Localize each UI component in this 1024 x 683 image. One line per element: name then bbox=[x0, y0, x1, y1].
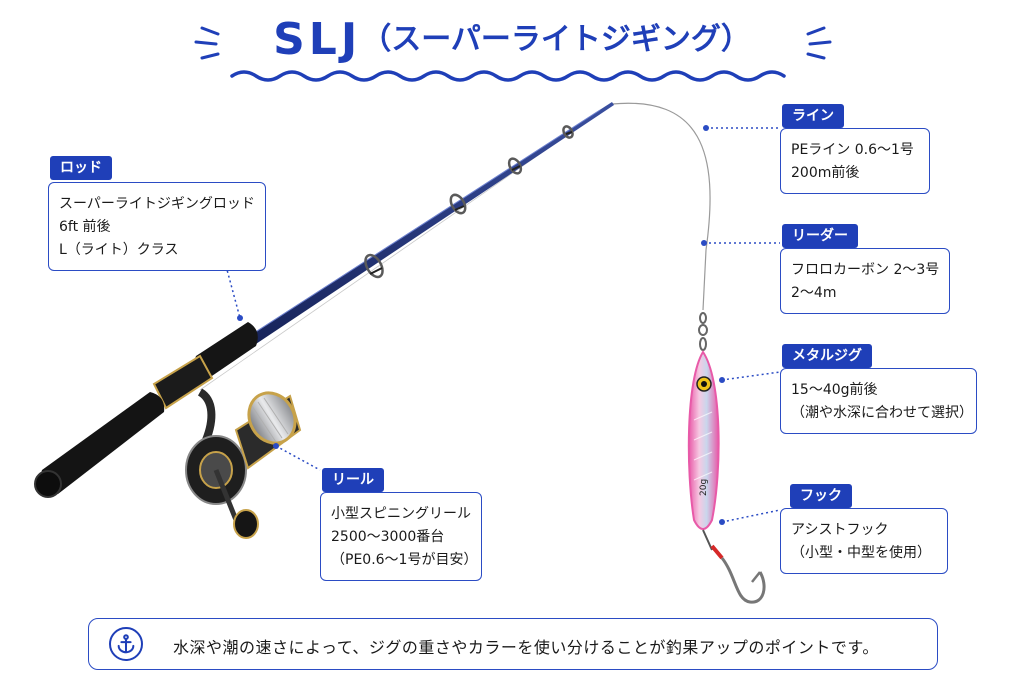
connector-dots bbox=[237, 125, 725, 525]
reel-info-line: （PE0.6〜1号が目安） bbox=[331, 552, 478, 568]
title-wave bbox=[230, 70, 786, 82]
swivel bbox=[698, 312, 708, 351]
fore-grip bbox=[193, 322, 258, 380]
reel-info-box: 小型スピニングリール 2500〜3000番台 （PE0.6〜1号が目安） bbox=[320, 492, 482, 581]
rod-info-line: L（ライト）クラス bbox=[59, 242, 179, 258]
line-info-line: 200m前後 bbox=[791, 165, 860, 181]
rod-tag: ロッド bbox=[50, 156, 112, 180]
title-right-dashes bbox=[806, 26, 832, 60]
reel-seat bbox=[152, 354, 214, 410]
rear-grip bbox=[40, 392, 165, 494]
metal-jig: 20g bbox=[687, 350, 720, 530]
leader-info-line: フロロカーボン 2〜3号 bbox=[791, 262, 940, 278]
hook-info-line: （小型・中型を使用） bbox=[791, 545, 931, 561]
reel-info-line: 2500〜3000番台 bbox=[331, 529, 445, 545]
jig-info-line: （潮や水深に合わせて選択） bbox=[791, 405, 973, 421]
rod-guides bbox=[364, 125, 574, 279]
leader-info-box: フロロカーボン 2〜3号 2〜4m bbox=[780, 248, 950, 314]
connector-lines bbox=[225, 127, 781, 523]
line-info-line: PEライン 0.6〜1号 bbox=[791, 142, 914, 158]
assist-hook bbox=[702, 529, 766, 604]
title-main: SLJ bbox=[273, 14, 362, 65]
jig-tag: メタルジグ bbox=[782, 344, 872, 368]
hook-info-line: アシストフック bbox=[791, 522, 889, 538]
rod-info-line: 6ft 前後 bbox=[59, 219, 111, 235]
rod-info-box: スーパーライトジギングロッド 6ft 前後 L（ライト）クラス bbox=[48, 182, 266, 271]
rod-blank bbox=[168, 102, 614, 396]
leader-info-line: 2〜4m bbox=[791, 285, 837, 301]
line-info-box: PEライン 0.6〜1号 200m前後 bbox=[780, 128, 930, 194]
tip-banner: 水深や潮の速さによって、ジグの重さやカラーを使い分けることが釣果アップのポイント… bbox=[88, 618, 938, 670]
jig-info-line: 15〜40g前後 bbox=[791, 382, 878, 398]
title-left-dashes bbox=[194, 26, 220, 60]
tip-text: 水深や潮の速さによって、ジグの重さやカラーを使い分けることが釣果アップのポイント… bbox=[173, 638, 879, 657]
title-decoration bbox=[194, 26, 832, 82]
butt-cap bbox=[34, 470, 62, 498]
jig-info-box: 15〜40g前後 （潮や水深に合わせて選択） bbox=[780, 368, 977, 434]
anchor-icon bbox=[109, 627, 143, 661]
line-tag: ライン bbox=[782, 104, 844, 128]
rod-info-line: スーパーライトジギングロッド bbox=[59, 196, 255, 212]
reel-tag: リール bbox=[322, 468, 384, 492]
leader-tag: リーダー bbox=[782, 224, 858, 248]
title-sub: （スーパーライトジギング） bbox=[361, 22, 751, 57]
reel-info-line: 小型スピニングリール bbox=[331, 506, 471, 522]
jig-weight-label: 20g bbox=[699, 479, 709, 496]
guide-feet bbox=[369, 131, 573, 275]
fishing-line bbox=[611, 102, 711, 311]
hook-tag: フック bbox=[790, 484, 852, 508]
spinning-reel bbox=[185, 388, 302, 539]
hook-info-box: アシストフック （小型・中型を使用） bbox=[780, 508, 948, 574]
page-title: SLJ（スーパーライトジギング） bbox=[0, 18, 1024, 62]
